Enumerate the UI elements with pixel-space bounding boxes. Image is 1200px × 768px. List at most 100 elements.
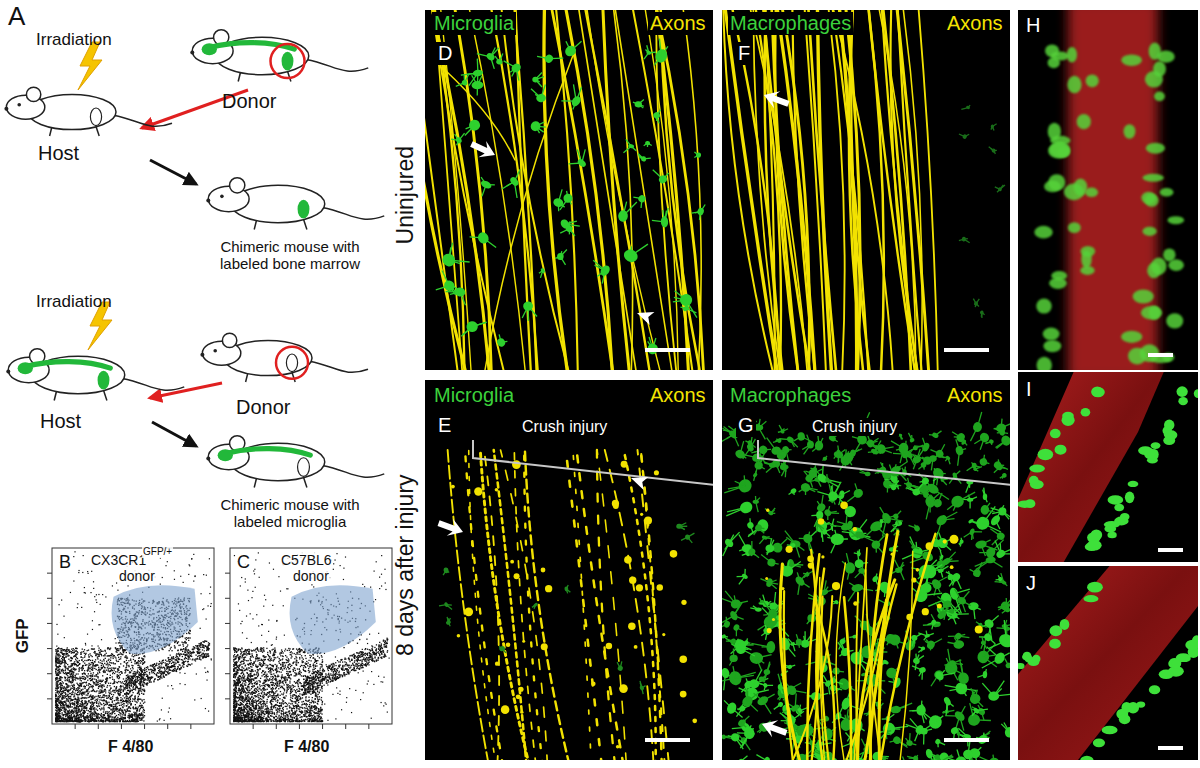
mouse-cartoon bbox=[6, 349, 184, 401]
data-point bbox=[59, 697, 60, 698]
data-point bbox=[73, 684, 74, 685]
data-point bbox=[72, 692, 73, 693]
data-point bbox=[62, 681, 63, 682]
data-point bbox=[96, 713, 97, 714]
data-point bbox=[84, 692, 85, 693]
data-point bbox=[105, 704, 106, 705]
data-point bbox=[62, 656, 63, 657]
data-point bbox=[71, 651, 72, 652]
data-point bbox=[112, 679, 113, 680]
data-point bbox=[138, 706, 139, 707]
data-point bbox=[138, 665, 139, 666]
data-point bbox=[128, 715, 129, 716]
data-point bbox=[82, 673, 83, 674]
data-point bbox=[112, 698, 113, 699]
data-point bbox=[59, 665, 60, 666]
data-point bbox=[100, 649, 101, 650]
brain bbox=[218, 449, 233, 461]
data-point bbox=[91, 667, 92, 668]
data-point bbox=[106, 670, 107, 671]
data-point bbox=[99, 653, 100, 654]
data-point bbox=[70, 689, 71, 690]
data-point bbox=[102, 692, 103, 693]
data-point bbox=[138, 696, 139, 697]
data-point bbox=[75, 690, 76, 691]
mouse-tail bbox=[122, 378, 184, 390]
data-point bbox=[94, 714, 95, 715]
data-point bbox=[139, 661, 140, 662]
data-point bbox=[88, 673, 89, 674]
data-point bbox=[77, 658, 78, 659]
bone-marrow bbox=[282, 52, 294, 71]
data-point bbox=[117, 717, 118, 718]
data-point bbox=[58, 650, 59, 651]
data-point bbox=[89, 678, 90, 679]
data-point bbox=[66, 698, 67, 699]
data-point bbox=[128, 707, 129, 708]
data-point bbox=[106, 653, 107, 654]
data-point bbox=[96, 679, 97, 680]
data-point bbox=[132, 679, 133, 680]
data-point bbox=[86, 705, 87, 706]
data-point bbox=[98, 721, 99, 722]
data-point bbox=[88, 649, 89, 650]
data-point bbox=[89, 671, 90, 672]
data-point bbox=[141, 691, 142, 692]
data-point bbox=[98, 693, 99, 694]
data-point bbox=[127, 674, 128, 675]
data-point bbox=[122, 707, 123, 708]
data-point bbox=[119, 672, 120, 673]
data-point bbox=[109, 715, 110, 716]
data-point bbox=[91, 662, 92, 663]
data-point bbox=[99, 699, 100, 700]
mouse-leg bbox=[304, 477, 307, 487]
data-point bbox=[98, 680, 99, 681]
data-point bbox=[74, 661, 75, 662]
data-point bbox=[141, 693, 142, 694]
data-point bbox=[82, 669, 83, 670]
data-point bbox=[100, 715, 101, 716]
data-point bbox=[107, 663, 108, 664]
data-point bbox=[99, 695, 100, 696]
data-point bbox=[131, 655, 132, 656]
data-point bbox=[80, 703, 81, 704]
data-point bbox=[64, 659, 65, 660]
data-point bbox=[111, 706, 112, 707]
data-point bbox=[114, 680, 115, 681]
data-point bbox=[104, 715, 105, 716]
data-point bbox=[65, 709, 66, 710]
mouse-ear bbox=[222, 333, 236, 347]
data-point bbox=[113, 655, 114, 656]
data-point bbox=[99, 705, 100, 706]
data-point bbox=[114, 717, 115, 718]
data-point bbox=[123, 700, 124, 701]
data-point bbox=[101, 655, 102, 656]
data-point bbox=[125, 712, 126, 713]
data-point bbox=[59, 713, 60, 714]
data-point bbox=[104, 655, 105, 656]
mouse-nose bbox=[200, 353, 204, 357]
data-point bbox=[61, 670, 62, 671]
data-point bbox=[58, 709, 59, 710]
data-point bbox=[131, 662, 132, 663]
data-point bbox=[94, 648, 95, 649]
data-point bbox=[119, 654, 120, 655]
data-point bbox=[56, 666, 57, 667]
data-point bbox=[101, 651, 102, 652]
data-point bbox=[62, 685, 63, 686]
data-point bbox=[122, 701, 123, 702]
mouse-leg bbox=[96, 126, 99, 136]
data-point bbox=[73, 716, 74, 717]
data-point bbox=[75, 699, 76, 700]
data-point bbox=[69, 710, 70, 711]
data-point bbox=[112, 673, 113, 674]
data-point bbox=[68, 699, 69, 700]
data-point bbox=[74, 720, 75, 721]
data-point bbox=[105, 720, 106, 721]
data-point bbox=[120, 656, 121, 657]
data-point bbox=[142, 707, 143, 708]
data-point bbox=[58, 702, 59, 703]
data-point bbox=[113, 720, 114, 721]
mouse-leg bbox=[104, 390, 107, 400]
data-point bbox=[102, 685, 103, 686]
